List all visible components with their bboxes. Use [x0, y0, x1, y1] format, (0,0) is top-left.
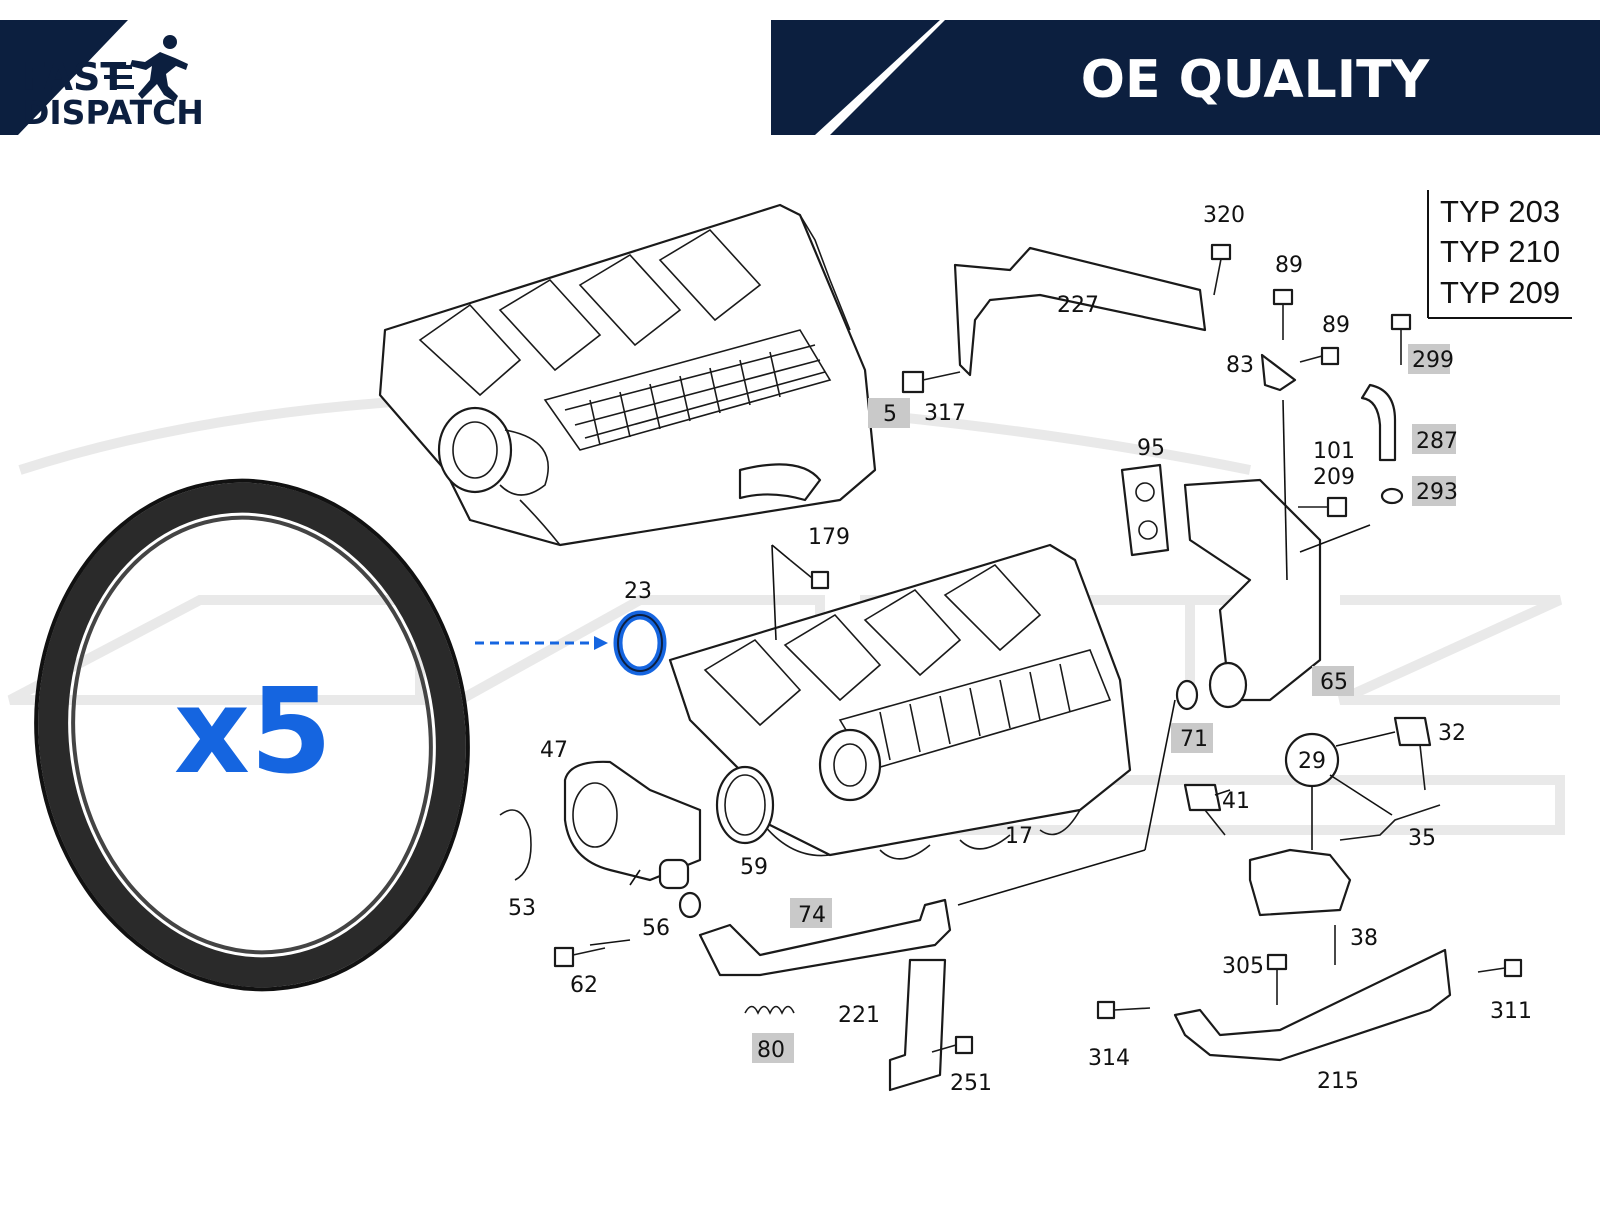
callout-59: 59: [740, 855, 768, 880]
callout-179: 179: [808, 525, 850, 550]
leader-lines: [589, 399, 1396, 946]
callout-251: 251: [950, 1071, 992, 1096]
callout-95: 95: [1137, 436, 1165, 461]
callout-101: 101: [1313, 439, 1355, 464]
gasket-ring-23: [613, 610, 667, 676]
fast-dispatch-badge: FAST DISPATCH: [0, 20, 204, 135]
gasket-ring-photo: [34, 478, 470, 992]
callout-labels: 320 89 89 227 299 83 317 5 287 95 101 20…: [508, 203, 1532, 1096]
callout-65: 65: [1320, 670, 1348, 695]
callout-209: 209: [1313, 465, 1355, 490]
callout-56: 56: [642, 916, 670, 941]
callout-89b: 89: [1322, 313, 1350, 338]
callout-317: 317: [924, 401, 966, 426]
typ-209: TYP 209: [1440, 275, 1560, 310]
typ-210: TYP 210: [1440, 234, 1560, 269]
pointer-arrow: [475, 636, 608, 650]
callout-17: 17: [1005, 824, 1033, 849]
upper-manifold-drawing: [378, 203, 877, 547]
callout-47: 47: [540, 738, 568, 763]
callout-215: 215: [1317, 1069, 1359, 1094]
badge-line2: DISPATCH: [22, 93, 204, 132]
callout-89a: 89: [1275, 253, 1303, 278]
quantity-label: x5: [174, 662, 332, 800]
lower-manifold-drawing: [668, 543, 1132, 860]
callout-320: 320: [1203, 203, 1245, 228]
callout-38: 38: [1350, 926, 1378, 951]
callout-23: 23: [624, 579, 652, 604]
callout-293: 293: [1416, 480, 1458, 505]
callout-74: 74: [798, 903, 826, 928]
callout-221: 221: [838, 1003, 880, 1028]
typ-203: TYP 203: [1440, 194, 1560, 229]
callout-311: 311: [1490, 999, 1532, 1024]
callout-highlight-boxes: [752, 344, 1456, 1063]
callout-62: 62: [570, 973, 598, 998]
callout-32: 32: [1438, 721, 1466, 746]
oe-quality-text: OE QUALITY: [1081, 50, 1431, 110]
runner-icon: [104, 35, 188, 102]
callout-35: 35: [1408, 826, 1436, 851]
callout-29: 29: [1298, 749, 1326, 774]
callout-314: 314: [1088, 1046, 1130, 1071]
callout-41: 41: [1222, 789, 1250, 814]
callout-5: 5: [883, 402, 897, 427]
callout-305: 305: [1222, 954, 1264, 979]
callout-83: 83: [1226, 353, 1254, 378]
callout-53: 53: [508, 896, 536, 921]
callout-80: 80: [757, 1038, 785, 1063]
typ-box: TYP 203 TYP 210 TYP 209: [1427, 190, 1572, 319]
callout-287: 287: [1416, 429, 1458, 454]
callout-227: 227: [1057, 293, 1099, 318]
callout-299: 299: [1412, 348, 1454, 373]
oe-quality-banner: OE QUALITY: [771, 20, 1600, 135]
callout-71: 71: [1180, 727, 1208, 752]
